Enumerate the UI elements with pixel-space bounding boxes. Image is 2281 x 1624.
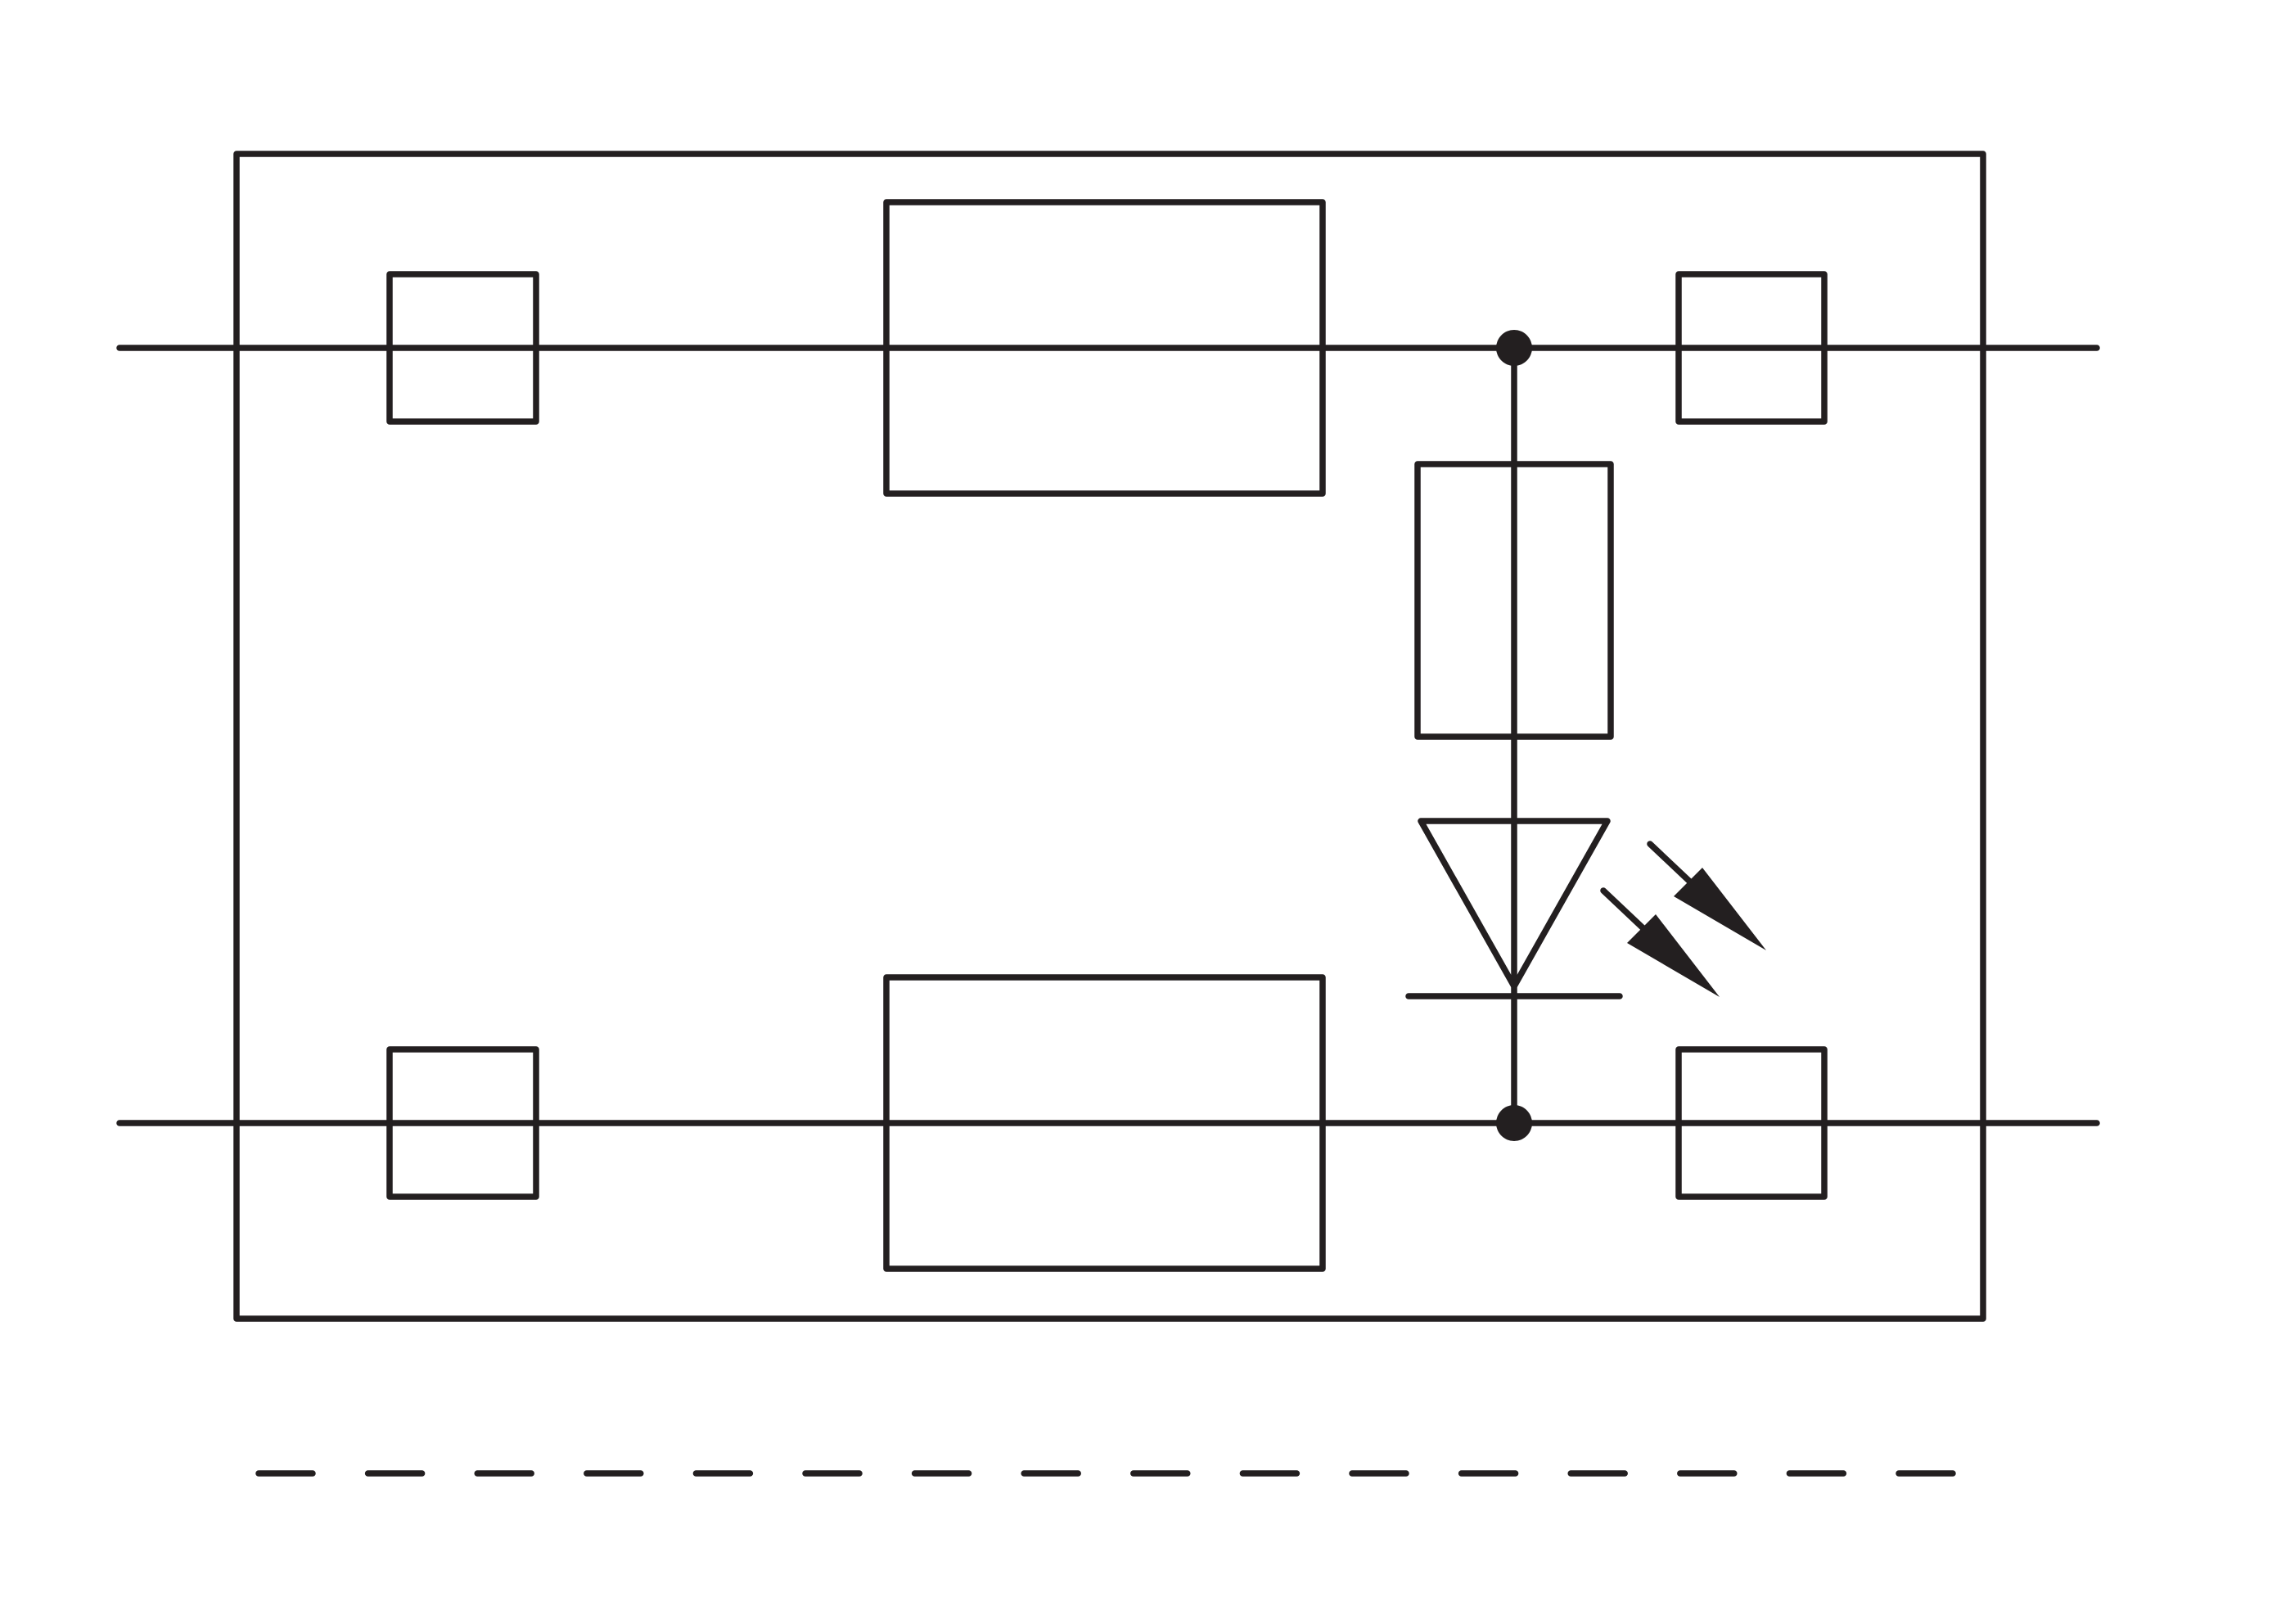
- resistor: [1414, 461, 1614, 740]
- enclosure-frame: [233, 151, 1986, 1322]
- junction-upper: [1496, 330, 1532, 366]
- terminal-upper-left: [386, 271, 539, 425]
- junction-lower: [1496, 1105, 1532, 1141]
- terminal-lower-right: [1675, 1046, 1828, 1200]
- emission-arrow-shaft-1: [1647, 841, 1697, 889]
- terminal-upper-right: [1675, 271, 1828, 425]
- emission-arrow-shaft-2: [1600, 887, 1651, 936]
- led-symbol: [1405, 818, 1623, 999]
- fuse-upper: [883, 199, 1326, 497]
- led-emission-arrows: [1600, 841, 1766, 997]
- led-triangle: [1418, 818, 1611, 990]
- terminal-lower-left: [386, 1046, 539, 1200]
- emission-arrow-head-2: [1627, 914, 1720, 997]
- emission-arrow-head-1: [1674, 868, 1766, 950]
- fuse-lower: [883, 974, 1326, 1272]
